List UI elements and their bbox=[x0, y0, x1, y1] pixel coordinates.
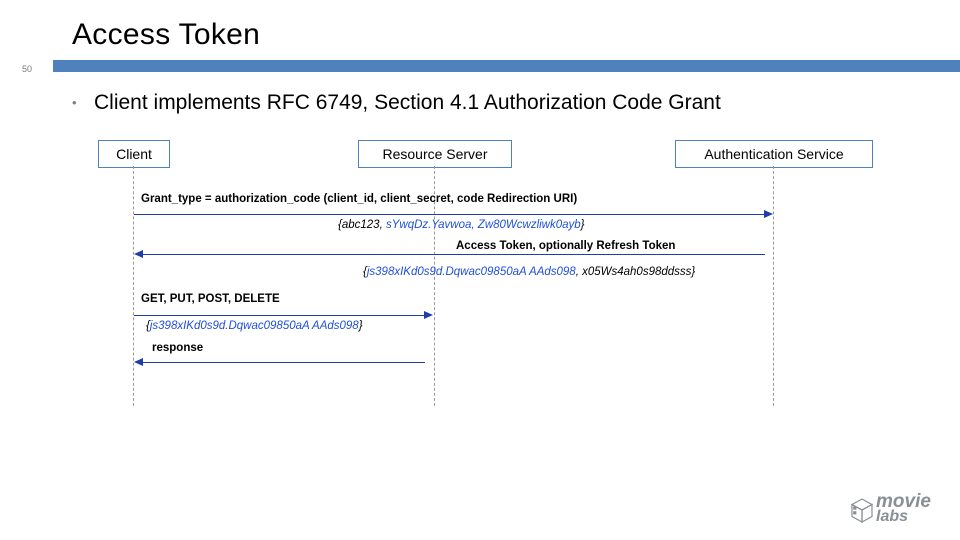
message-label-grant-values: {abc123, sYwqDz.Yavwoa, Zw80Wcwzliwk0ayb… bbox=[338, 219, 585, 231]
bullet-marker: • bbox=[72, 95, 77, 110]
message-label-grant-type: Grant_type = authorization_code (client_… bbox=[141, 193, 578, 205]
token-part-prefix-2: { bbox=[363, 266, 367, 278]
arrow-head-4 bbox=[134, 357, 143, 366]
token-part-prefix-3: { bbox=[146, 320, 150, 332]
lifeline-authentication-service bbox=[773, 166, 774, 406]
arrow-head-2 bbox=[134, 249, 143, 258]
header-accent-bar bbox=[50, 60, 960, 72]
arrow-line-4 bbox=[143, 362, 425, 363]
header-accent-tick bbox=[50, 60, 53, 72]
bullet-row: • Client implements RFC 6749, Section 4.… bbox=[72, 90, 932, 116]
arrow-line-1 bbox=[134, 214, 764, 215]
sequence-diagram: Client Resource Server Authentication Se… bbox=[0, 130, 960, 420]
logo-text-line1: movie bbox=[876, 491, 931, 512]
participant-box-resource-server: Resource Server bbox=[358, 140, 512, 168]
page-title: Access Token bbox=[72, 18, 261, 51]
message-label-access-token-values: {js398xIKd0s9d.Dqwac09850aA AAds098, x05… bbox=[363, 266, 695, 278]
message-label-access-token: Access Token, optionally Refresh Token bbox=[456, 240, 676, 252]
cube-icon bbox=[850, 498, 874, 524]
arrow-head-1 bbox=[764, 209, 773, 218]
token-part-suffix: } bbox=[580, 219, 585, 231]
arrow-line-3 bbox=[134, 315, 424, 316]
movielabs-logo: movie labs bbox=[850, 492, 946, 530]
token-part-suffix-3: } bbox=[358, 320, 363, 332]
participant-box-client: Client bbox=[98, 140, 170, 168]
token-part-suffix-2: , x05Ws4ah0s98ddsss} bbox=[575, 266, 696, 278]
arrow-head-3 bbox=[424, 310, 433, 319]
lifeline-client bbox=[133, 166, 134, 406]
token-part-value-2: js398xIKd0s9d.Dqwac09850aA AAds098 bbox=[366, 266, 576, 278]
message-label-http-methods: GET, PUT, POST, DELETE bbox=[141, 293, 280, 305]
token-part-value: sYwqDz.Yavwoa, Zw80Wcwzliwk0ayb bbox=[385, 219, 581, 231]
lifeline-resource-server bbox=[434, 166, 435, 406]
token-part-value-3: js398xIKd0s9d.Dqwac09850aA AAds098 bbox=[149, 320, 359, 332]
slide-number: 50 bbox=[22, 64, 33, 74]
token-part-prefix: {abc123, bbox=[338, 219, 386, 231]
message-label-http-token: {js398xIKd0s9d.Dqwac09850aA AAds098} bbox=[146, 320, 363, 332]
arrow-line-2 bbox=[143, 254, 765, 255]
logo-text-line2: labs bbox=[876, 508, 909, 525]
bullet-text: Client implements RFC 6749, Section 4.1 … bbox=[94, 91, 721, 114]
message-label-response: response bbox=[152, 342, 204, 354]
participant-box-authentication-service: Authentication Service bbox=[675, 140, 873, 168]
